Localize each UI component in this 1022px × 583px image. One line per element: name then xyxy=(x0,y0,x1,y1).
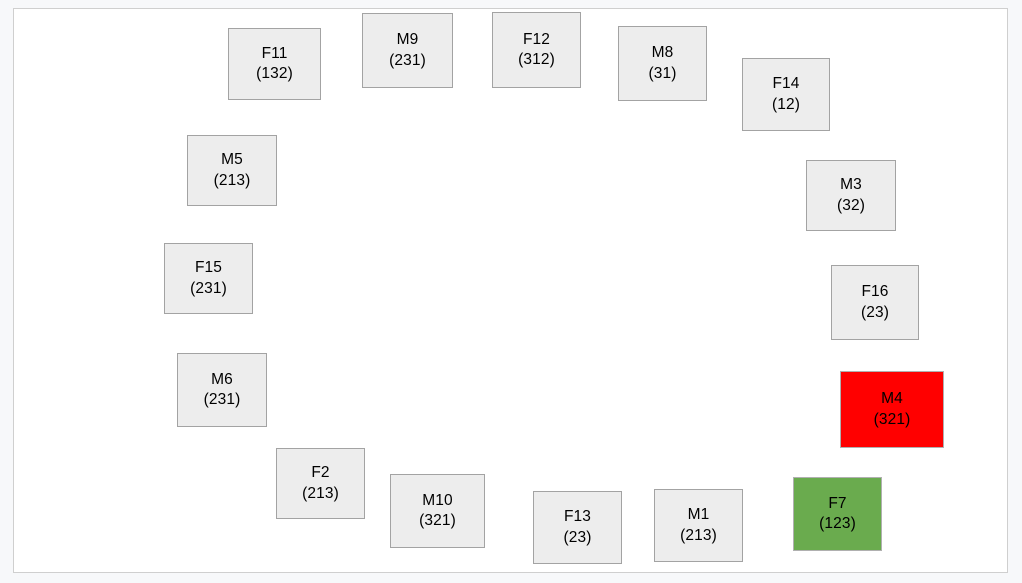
node-label: M8 xyxy=(651,44,674,62)
node-value: (213) xyxy=(302,484,339,502)
node-label: F13 xyxy=(563,508,591,526)
node-label: F11 xyxy=(261,44,288,62)
node-m10[interactable]: M10 (321) xyxy=(390,474,485,548)
node-f14[interactable]: F14 (12) xyxy=(742,58,830,131)
node-f7[interactable]: F7 (123) xyxy=(793,477,882,551)
node-value: (231) xyxy=(389,51,426,69)
node-m9[interactable]: M9 (231) xyxy=(362,13,453,88)
node-label: F15 xyxy=(194,259,222,277)
node-m6[interactable]: M6 (231) xyxy=(177,353,267,427)
node-value: (231) xyxy=(190,279,227,297)
node-label: F7 xyxy=(828,494,847,512)
node-label: F14 xyxy=(772,75,800,93)
node-value: (23) xyxy=(861,303,889,321)
node-value: (213) xyxy=(680,526,717,544)
node-label: M4 xyxy=(881,390,903,408)
node-value: (321) xyxy=(419,512,456,529)
node-m3[interactable]: M3 (32) xyxy=(806,160,896,231)
node-value: (231) xyxy=(203,391,241,408)
node-value: (12) xyxy=(772,95,800,113)
node-f2[interactable]: F2 (213) xyxy=(276,448,365,519)
node-label: F16 xyxy=(861,283,889,301)
node-value: (213) xyxy=(213,171,251,189)
node-f13[interactable]: F13 (23) xyxy=(533,491,622,564)
node-m5[interactable]: M5 (213) xyxy=(187,135,277,206)
node-value: (31) xyxy=(648,64,677,82)
node-label: M10 xyxy=(422,491,453,509)
node-value: (132) xyxy=(256,65,293,82)
node-label: M6 xyxy=(211,370,233,388)
node-label: M9 xyxy=(396,31,419,49)
node-label: M1 xyxy=(687,506,710,524)
node-f15[interactable]: F15 (231) xyxy=(164,243,253,314)
node-label: M3 xyxy=(840,176,862,194)
node-label: M5 xyxy=(221,151,243,169)
node-value: (23) xyxy=(563,528,592,546)
node-m1[interactable]: M1 (213) xyxy=(654,489,743,562)
node-value: (32) xyxy=(837,196,865,214)
node-m8[interactable]: M8 (31) xyxy=(618,26,707,101)
node-m4[interactable]: M4 (321) xyxy=(840,371,944,448)
node-value: (321) xyxy=(873,410,911,428)
node-value: (312) xyxy=(518,51,555,68)
node-value: (123) xyxy=(819,515,856,532)
node-f12[interactable]: F12 (312) xyxy=(492,12,581,88)
node-label: F12 xyxy=(522,30,550,48)
node-f11[interactable]: F11 (132) xyxy=(228,28,321,100)
node-f16[interactable]: F16 (23) xyxy=(831,265,919,340)
node-label: F2 xyxy=(311,464,330,482)
